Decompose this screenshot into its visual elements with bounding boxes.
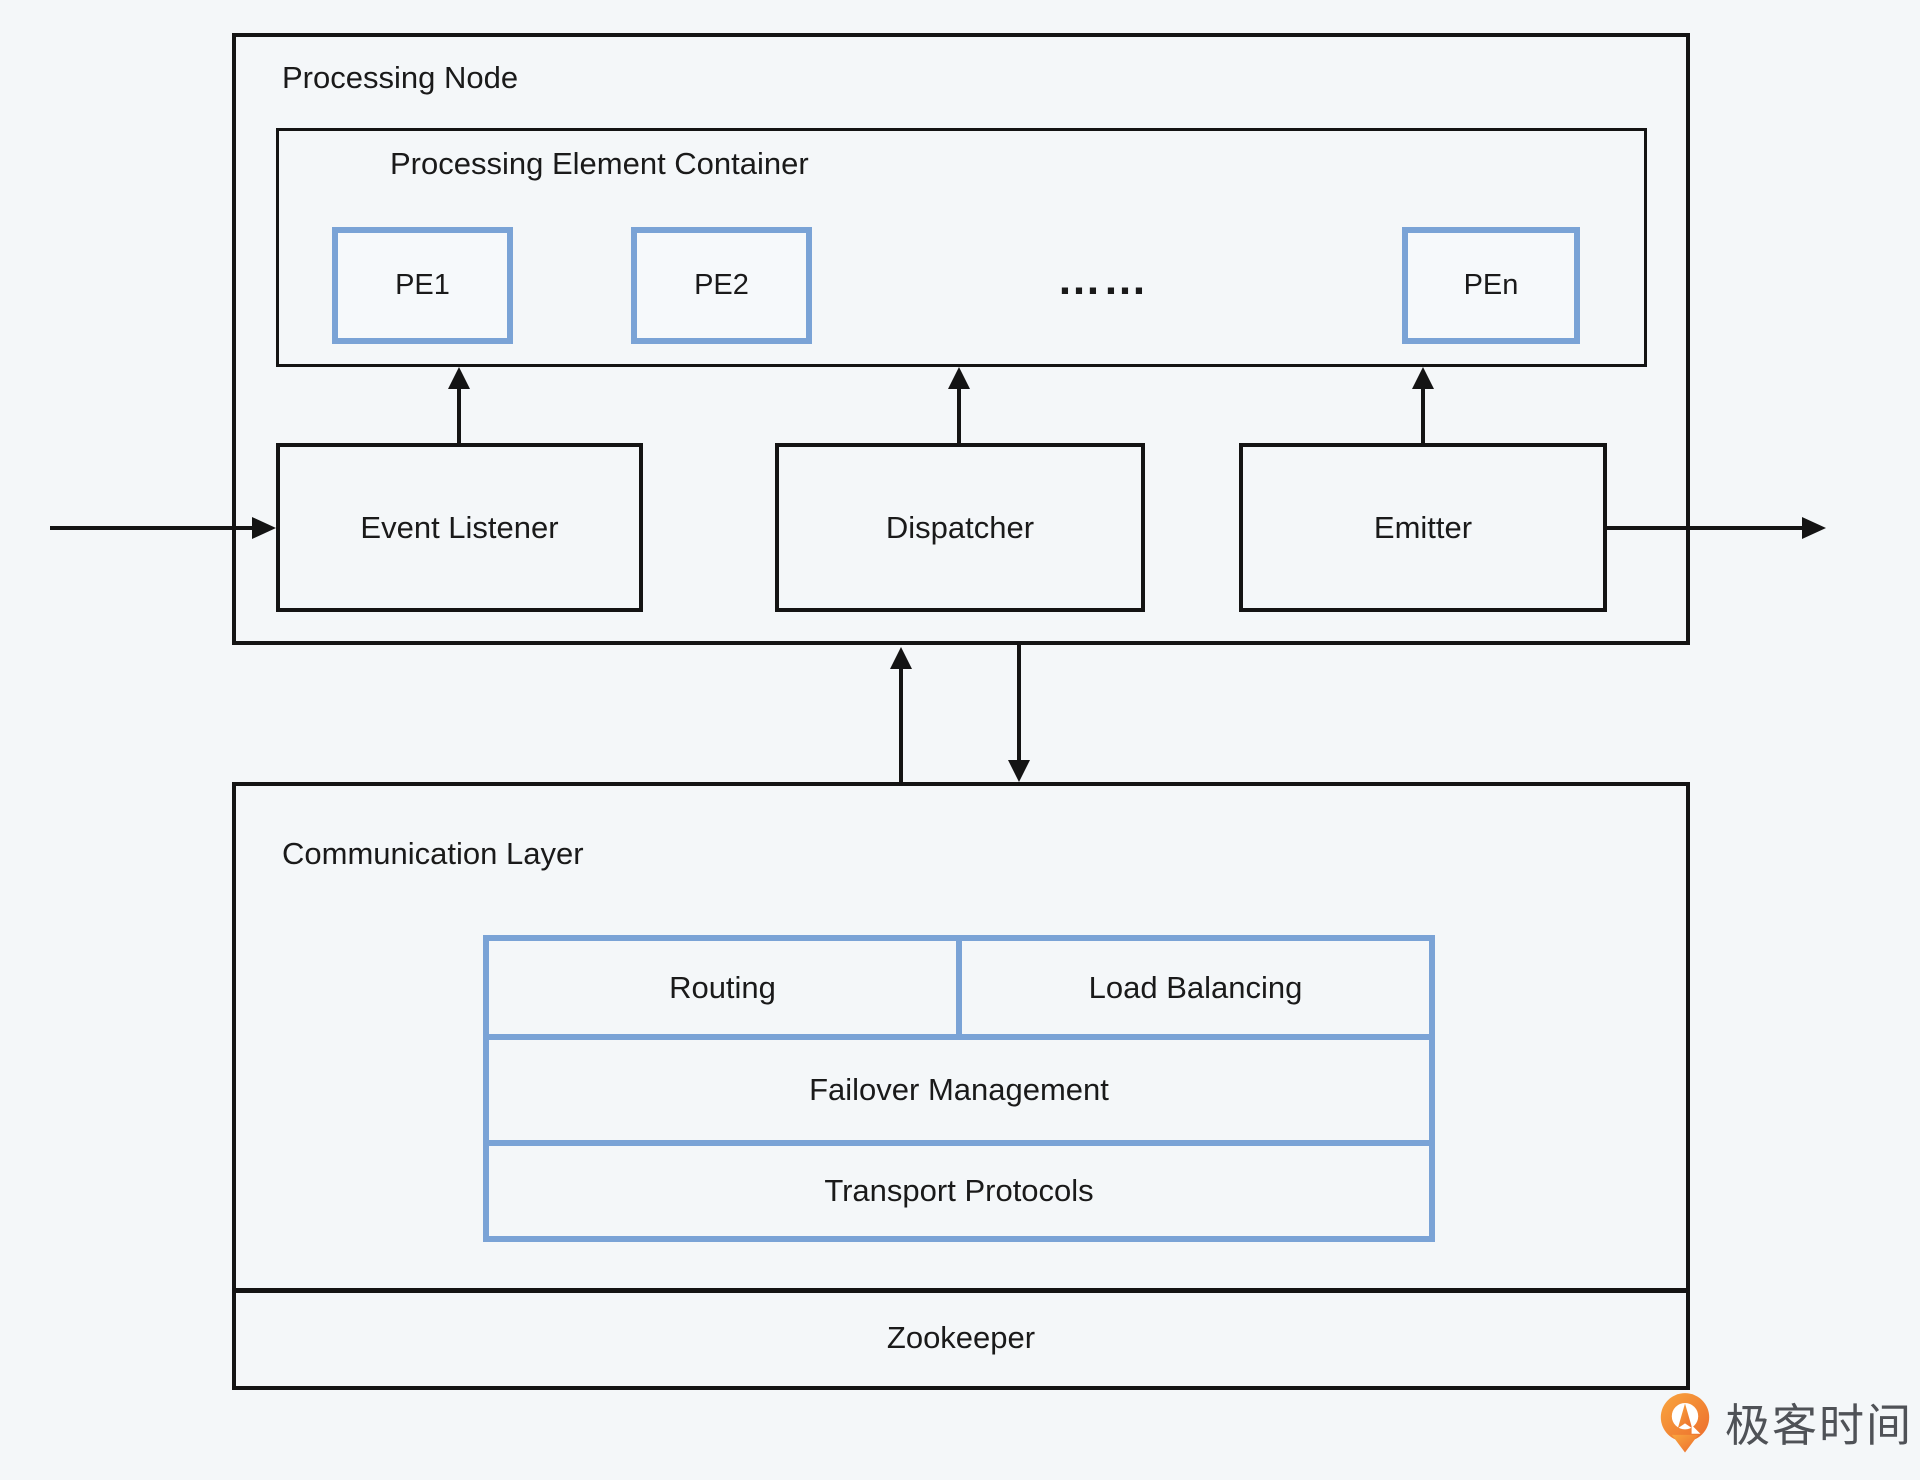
transport-protocols-cell: Transport Protocols <box>489 1146 1429 1236</box>
emitter-label: Emitter <box>1373 509 1473 545</box>
transport-protocols-label: Transport Protocols <box>824 1173 1094 1208</box>
geektime-logo-icon <box>1660 1393 1710 1453</box>
pe2-box: PE2 <box>631 227 812 344</box>
geektime-logo: 极客时间 <box>1658 1392 1913 1458</box>
pen-box: PEn <box>1402 227 1580 344</box>
communication-layer-label: Communication Layer <box>282 836 584 871</box>
pe-container-box <box>276 128 1647 367</box>
zookeeper-label: Zookeeper <box>886 1320 1036 1355</box>
load-balancing-cell: Load Balancing <box>962 941 1429 1034</box>
dispatcher-label: Dispatcher <box>885 509 1035 545</box>
dispatcher-box: Dispatcher <box>775 443 1145 612</box>
pe-ellipsis: …… <box>1057 255 1149 304</box>
failover-management-label: Failover Management <box>809 1072 1109 1107</box>
load-balancing-label: Load Balancing <box>1088 969 1303 1005</box>
geektime-logo-text: 极客时间 <box>1725 1399 1914 1451</box>
pen-label: PEn <box>1463 269 1519 301</box>
routing-cell: Routing <box>489 941 956 1034</box>
services-table: Routing Load Balancing Failover Manageme… <box>483 935 1435 1242</box>
pe1-label: PE1 <box>395 269 450 301</box>
failover-management-cell: Failover Management <box>489 1040 1429 1140</box>
processing-node-box <box>232 33 1690 645</box>
pe1-box: PE1 <box>332 227 513 344</box>
communication-layer-box <box>232 782 1690 1390</box>
emitter-box: Emitter <box>1239 443 1607 612</box>
pe-container-label: Processing Element Container <box>390 146 809 181</box>
routing-label: Routing <box>669 969 776 1005</box>
processing-node-label: Processing Node <box>282 60 519 95</box>
pe2-label: PE2 <box>694 269 749 301</box>
zookeeper-separator-line <box>232 1288 1690 1293</box>
event-listener-box: Event Listener <box>276 443 643 612</box>
event-listener-label: Event Listener <box>360 509 559 545</box>
